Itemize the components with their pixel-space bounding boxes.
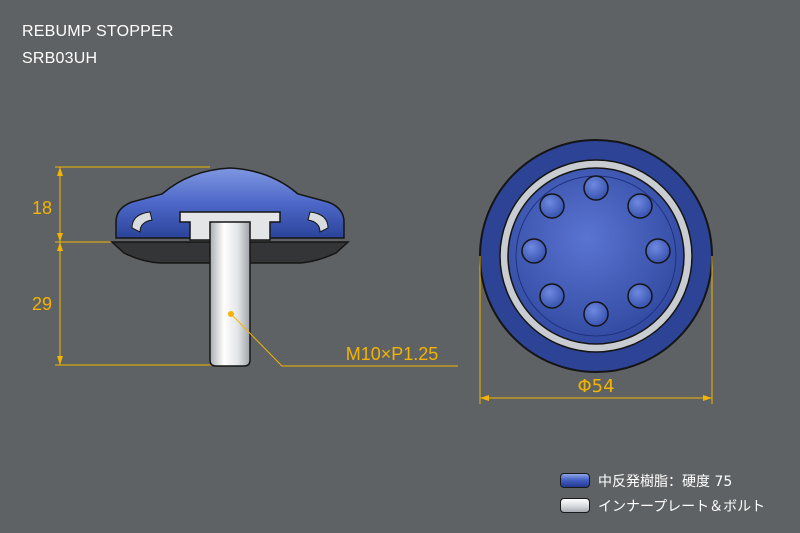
dot-sw xyxy=(539,283,565,309)
resin-body xyxy=(115,167,345,239)
dot-ne xyxy=(627,193,653,219)
height-arrowheads xyxy=(57,167,63,365)
dot-se xyxy=(627,283,653,309)
diameter-dimension-lines xyxy=(479,256,713,404)
top-view xyxy=(479,139,713,404)
dot-s xyxy=(583,301,609,327)
plate-swatch xyxy=(560,498,590,513)
legend: 中反発樹脂：硬度 75 インナープレート＆ボルト xyxy=(560,468,765,518)
legend-item-plate: インナープレート＆ボルト xyxy=(560,493,765,518)
legend-item-resin: 中反発樹脂：硬度 75 xyxy=(560,468,765,493)
bolt xyxy=(209,221,251,367)
pocket-right xyxy=(307,211,329,233)
resin-swatch xyxy=(560,473,590,488)
dot-w xyxy=(521,238,547,264)
button-dots xyxy=(521,175,671,327)
legend-label-plate: インナープレート＆ボルト xyxy=(598,498,766,515)
dimension-18: 18 xyxy=(32,198,52,218)
dot-e xyxy=(645,238,671,264)
dot-n xyxy=(583,175,609,201)
diameter-arrowheads xyxy=(480,395,712,401)
legend-label-resin: 中反発樹脂：硬度 75 xyxy=(598,473,733,490)
side-view xyxy=(55,166,458,367)
thread-leader-line xyxy=(230,313,458,367)
dot-nw xyxy=(539,193,565,219)
product-name: REBUMP STOPPER xyxy=(22,23,174,40)
height-dimension-lines xyxy=(55,166,212,366)
pocket-left xyxy=(131,211,153,233)
dimension-29: 29 xyxy=(32,294,52,314)
diameter-label: Φ54 xyxy=(577,376,614,397)
title-block: REBUMP STOPPER SRB03UH xyxy=(22,18,174,72)
product-code: SRB03UH xyxy=(22,50,98,67)
thread-spec-label: M10×P1.25 xyxy=(346,344,439,364)
